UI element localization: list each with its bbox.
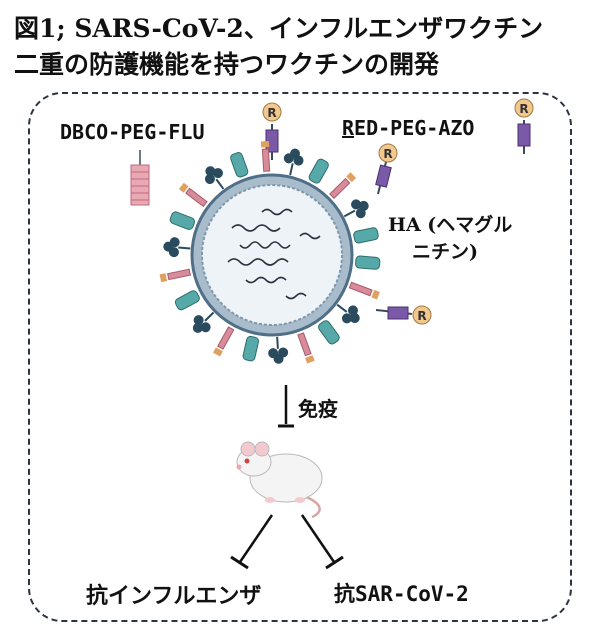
mouse-icon bbox=[237, 442, 323, 517]
r-badge-2: R bbox=[519, 102, 528, 116]
ha-spike-icon bbox=[317, 319, 341, 345]
dbco-peg-flu-label: DBCO-PEG-FLU bbox=[60, 120, 205, 144]
ha-spike-icon bbox=[355, 256, 380, 270]
inhibit-cov-arrow-icon bbox=[302, 515, 343, 568]
immunize-arrow-icon bbox=[278, 385, 294, 426]
ha-spike-icon bbox=[353, 227, 379, 244]
na-protein-icon bbox=[267, 336, 289, 364]
red-linker-icon: R bbox=[376, 306, 431, 324]
ha-label-line-1: HA (ヘマグル bbox=[388, 214, 512, 236]
r-badge-1: R bbox=[267, 106, 276, 120]
dbco-linker-icon bbox=[131, 150, 149, 205]
pink-linker-spike-icon bbox=[329, 172, 356, 199]
red-linker-icon: R bbox=[515, 99, 533, 154]
pink-linker-spike-icon bbox=[179, 183, 208, 208]
pink-linker-spike-icon bbox=[297, 333, 315, 364]
immunize-label: 免疫 bbox=[298, 393, 338, 422]
red-linker-icon: R bbox=[376, 144, 397, 194]
red-peg-azo-label: RED-PEG-AZO bbox=[342, 116, 474, 140]
inhibit-flu-arrow-icon bbox=[231, 515, 272, 568]
ha-spike-icon bbox=[174, 289, 201, 311]
r-badge-3: R bbox=[383, 147, 392, 161]
ha-label-line-2: ニチン) bbox=[388, 239, 512, 266]
anti-sars-cov-2-label: 抗SAR-CoV-2 bbox=[334, 578, 469, 608]
r-badge-4: R bbox=[417, 309, 426, 323]
ha-spike-icon bbox=[242, 336, 259, 362]
pink-linker-spike-icon bbox=[349, 281, 380, 299]
red-peg-azo-rest: ED-PEG-AZO bbox=[354, 116, 474, 140]
pink-linker-spike-icon bbox=[160, 268, 191, 282]
ha-label: HA (ヘマグルニチン) bbox=[388, 212, 512, 266]
na-protein-icon bbox=[163, 236, 192, 258]
na-protein-icon bbox=[280, 146, 305, 177]
red-peg-azo-underlined-r: R bbox=[342, 116, 354, 140]
ha-spike-icon bbox=[169, 211, 196, 231]
pink-linker-spike-icon bbox=[213, 326, 235, 356]
ha-spike-icon bbox=[229, 151, 248, 178]
virus-particle-icon bbox=[160, 141, 381, 364]
anti-influenza-label: 抗インフルエンザ bbox=[86, 578, 261, 610]
ha-spike-icon bbox=[308, 158, 330, 185]
